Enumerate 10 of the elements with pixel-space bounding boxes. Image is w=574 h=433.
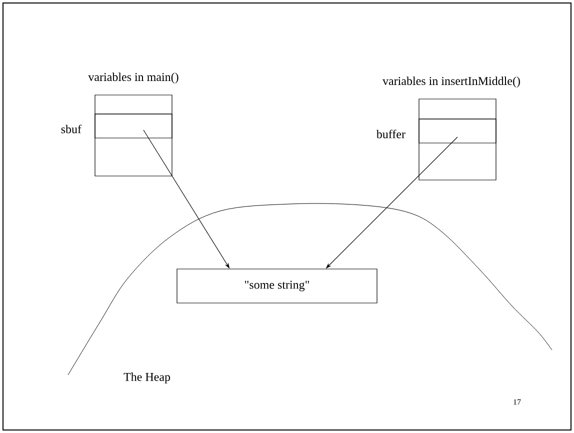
variable-slot [94,114,172,138]
variable-name: buffer [376,130,406,138]
heap-label: The Heap [124,372,170,384]
page-number: 17 [514,399,521,405]
node-label: variables in insertInMiddle() [382,76,520,88]
variable-name: sbuf [61,124,82,134]
string-box: "some string" [176,268,378,304]
node-label: variables in main() [88,72,178,84]
variable-slot [418,118,496,144]
stack-frame: variables in main() [88,72,178,176]
